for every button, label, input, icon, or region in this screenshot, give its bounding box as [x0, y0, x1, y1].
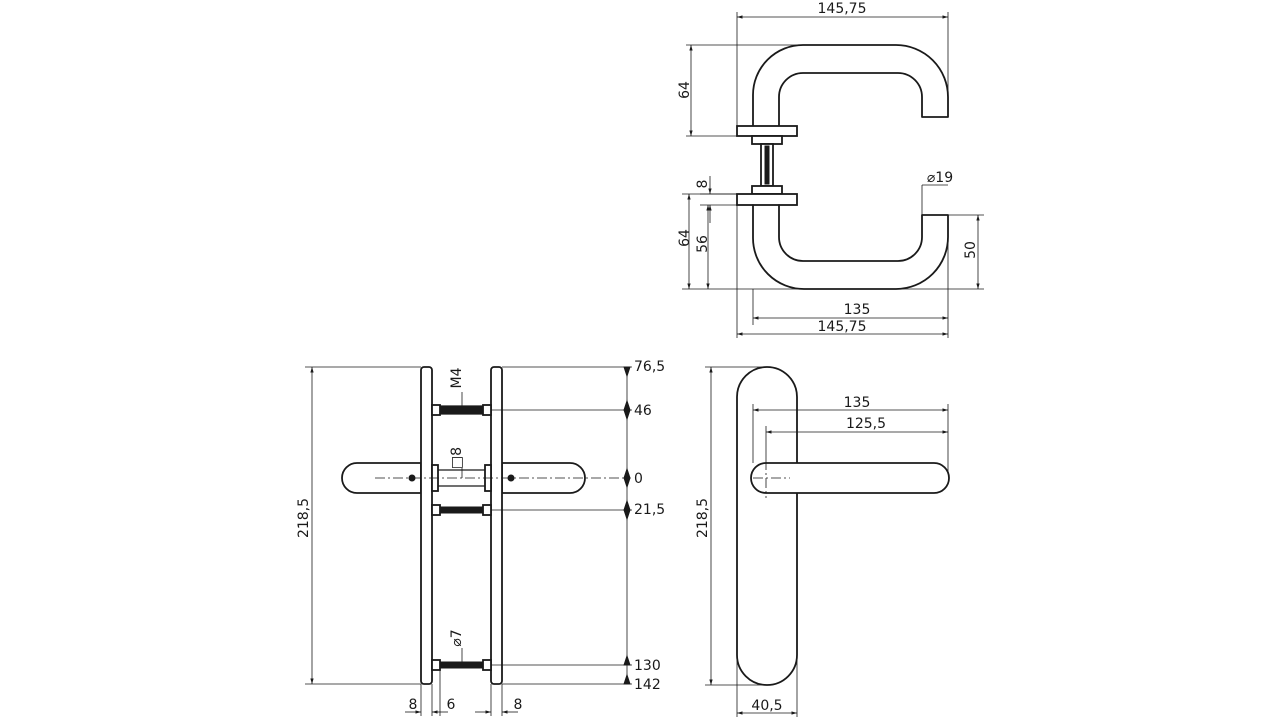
upper-rose: [736, 125, 798, 137]
dim-reach: 135: [844, 302, 871, 318]
side-dim-plate-width: 40,5: [751, 698, 782, 714]
dim-pos-1: 76,5: [634, 359, 665, 375]
lower-handle-outline: [752, 204, 949, 290]
bolt-bottom: [431, 659, 492, 671]
dim-bottom-overall-width: 145,75: [818, 319, 867, 335]
dim-inner-height: 56: [695, 235, 711, 253]
thread-label: M4: [449, 367, 465, 388]
top-view: 145,75 64 8 ⌀19 64 56 50 135 145,75: [677, 1, 984, 338]
dim-bottom-height: 64: [677, 229, 693, 247]
dim-pos-6: 142: [634, 677, 661, 693]
front-view: 218,5 76,5 46 0 21,5 130 142 M4 □8 ⌀7: [296, 359, 665, 716]
right-plate: [490, 366, 503, 685]
dim-grip-drop: 50: [963, 241, 979, 259]
side-dim-reach-inner: 125,5: [846, 416, 886, 432]
bolt-top: [431, 404, 492, 416]
left-plate: [420, 366, 433, 685]
upper-rose-collar: [751, 135, 783, 145]
dim-pos-5: 130: [634, 658, 661, 674]
dim-pos-4: 21,5: [634, 502, 665, 518]
dim-top-overall-width: 145,75: [818, 1, 867, 17]
dim-bottom-c: 8: [514, 697, 523, 713]
lower-rose-collar: [751, 185, 783, 195]
dim-rose-thickness: 8: [695, 180, 711, 189]
dim-bottom-b: 6: [447, 697, 456, 713]
dim-pos-3: 0: [634, 471, 643, 487]
dim-bottom-a: 8: [409, 697, 418, 713]
spindle-core: [764, 145, 770, 185]
side-view: 135 125,5 218,5 40,5: [695, 366, 950, 717]
dim-diameter: ⌀19: [927, 170, 953, 186]
side-dim-reach: 135: [844, 395, 871, 411]
hole-label: ⌀7: [449, 629, 465, 646]
side-plate: [736, 366, 798, 686]
spindle-label: □8: [449, 447, 465, 469]
bolt-middle: [431, 504, 492, 516]
lower-rose: [736, 193, 798, 206]
side-lever: [750, 462, 950, 494]
upper-handle-outline: [752, 44, 949, 127]
dim-top-height: 64: [677, 81, 693, 99]
side-dim-total-height: 218,5: [695, 498, 711, 538]
dim-front-total-height: 218,5: [296, 498, 312, 538]
dim-pos-2: 46: [634, 403, 652, 419]
